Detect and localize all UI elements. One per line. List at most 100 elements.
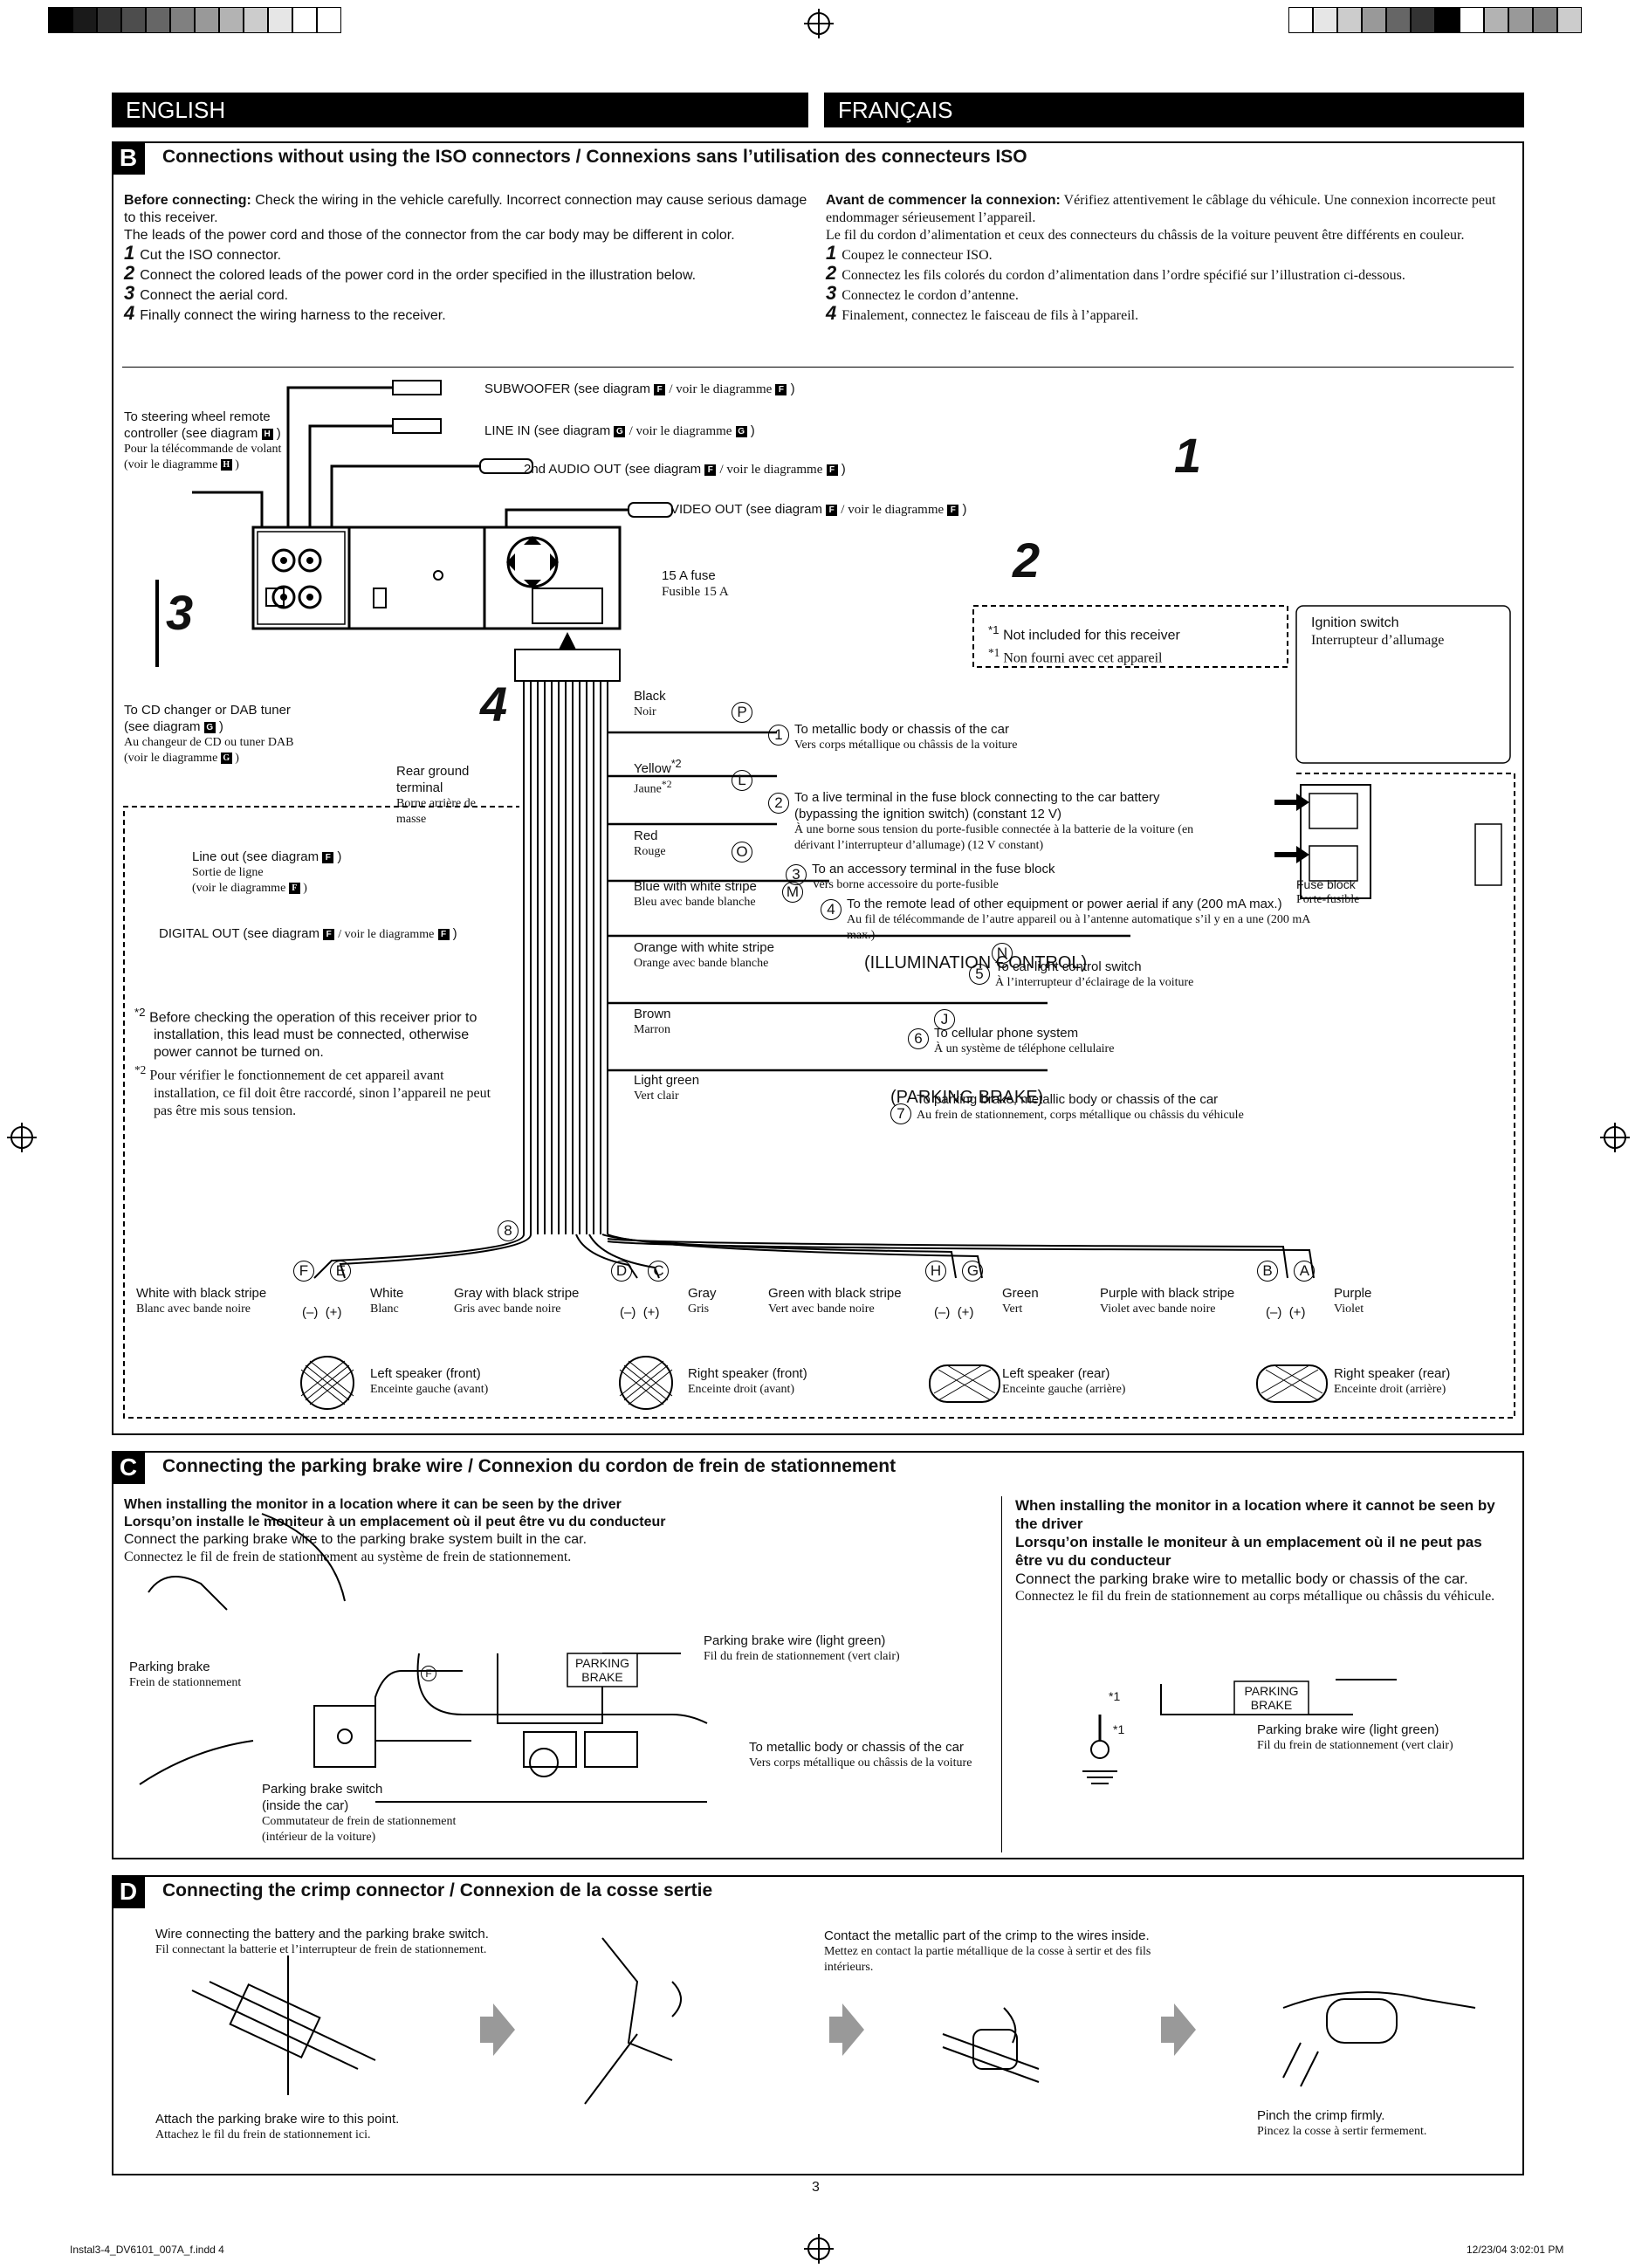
- print-color-bar-right: [1288, 7, 1582, 33]
- wire-letter: O: [732, 842, 752, 863]
- crimp-illustrations: [191, 1937, 1476, 2105]
- section-c: C Connecting the parking brake wire / Co…: [112, 1451, 1524, 1859]
- parking-brake-wire-label: Parking brake wire (light green)Fil du f…: [704, 1633, 900, 1663]
- step-number: 2: [826, 262, 837, 284]
- step-number: 2: [124, 262, 135, 284]
- print-date: 12/23/04 3:02:01 PM: [1467, 2244, 1564, 2256]
- wiring-diagram: [123, 380, 1515, 1419]
- speaker-wire-letters: F E: [293, 1261, 352, 1282]
- step-item: 2 Connect the colored leads of the power …: [124, 262, 814, 285]
- before-text: Vérifiez attentivement le câblage du véh…: [826, 193, 1496, 225]
- polarity-labels: (–) (+): [1266, 1305, 1306, 1320]
- wire-letter: P: [732, 702, 752, 723]
- audio2-label: 2nd AUDIO OUT (see diagram F / voir le d…: [524, 462, 846, 477]
- step-text: Connect the colored leads of the power c…: [140, 268, 697, 283]
- steering-label: To steering wheel remote controller (see…: [124, 409, 282, 471]
- page-number: 3: [812, 2180, 820, 2195]
- parking-brake-diagram: [139, 1513, 1397, 1803]
- subwoofer-label: SUBWOOFER (see diagram F / voir le diagr…: [484, 381, 795, 396]
- wire-function-label: (ILLUMINATION CONTROL): [864, 953, 1088, 972]
- registration-mark-icon: [804, 2234, 834, 2264]
- section-title: Connecting the crimp connector / Connexi…: [162, 1880, 713, 1900]
- speaker-wire-letters: H G: [925, 1261, 984, 1282]
- step-number: 4: [826, 302, 837, 324]
- column-divider: [1001, 1496, 1002, 1852]
- before-text: Check the wiring in the vehicle carefull…: [124, 193, 807, 225]
- wire-letter-f: F: [421, 1666, 436, 1681]
- step-text: Connectez le cordon d’antenne.: [842, 288, 1019, 303]
- wire-letter: M: [782, 882, 803, 903]
- french-instructions: Avant de commencer la connexion: Vérifie…: [826, 192, 1515, 325]
- step-text: Connect the aerial cord.: [140, 288, 289, 303]
- wire-letter: J: [934, 1009, 955, 1030]
- before-label: Avant de commencer la connexion:: [826, 193, 1061, 208]
- polarity-labels: (–) (+): [620, 1305, 660, 1320]
- speaker-label: Right speaker (rear)Enceinte droit (arri…: [1334, 1366, 1451, 1396]
- section-d: D Connecting the crimp connector / Conne…: [112, 1875, 1524, 2175]
- divider: [122, 367, 1514, 368]
- wire-destination: To parking brake, metallic body or chass…: [917, 1092, 1244, 1122]
- polarity-labels: (–) (+): [302, 1305, 342, 1320]
- step-item: 4 Finalement, connectez le faisceau de fi…: [826, 302, 1515, 325]
- step-number: 1: [826, 242, 837, 264]
- before-label: Before connecting:: [124, 193, 251, 208]
- wire-letter: L: [732, 770, 752, 791]
- left-instructions: When installing the monitor in a locatio…: [124, 1497, 666, 1564]
- step-item: 3 Connect the aerial cord.: [124, 282, 814, 305]
- file-name: Instal3-4_DV6101_007A_f.indd 4: [70, 2244, 224, 2256]
- speaker-wire-letters: B A: [1257, 1261, 1316, 1282]
- step-text: Finalement, connectez le faisceau de fil…: [842, 308, 1139, 323]
- step-number: 3: [124, 282, 135, 304]
- section-title: Connecting the parking brake wire / Conn…: [162, 1456, 897, 1476]
- step-text: Connectez les fils colorés du cordon d’a…: [842, 268, 1405, 283]
- leads-note: The leads of the power cord and those of…: [124, 228, 735, 243]
- wire-function-label: (PARKING BRAKE): [890, 1088, 1044, 1107]
- registration-mark-icon: [804, 9, 834, 38]
- wire-letter: N: [992, 943, 1013, 964]
- step-2-marker: 2: [1013, 533, 1041, 588]
- screw-note: *1: [1109, 1689, 1121, 1703]
- digital-out-label: DIGITAL OUT (see diagram F / voir le dia…: [159, 926, 457, 941]
- speaker-label: Left speaker (rear)Enceinte gauche (arri…: [1002, 1366, 1126, 1396]
- section-b: B Connections without using the ISO conn…: [112, 141, 1524, 1435]
- leads-note: Le fil du cordon d’alimentation et ceux …: [826, 228, 1465, 243]
- francais-header: FRANÇAIS: [824, 93, 1524, 127]
- parking-brake-wire-label-right: Parking brake wire (light green)Fil du f…: [1257, 1722, 1453, 1752]
- polarity-labels: (–) (+): [934, 1305, 974, 1320]
- washer-note: *1: [1113, 1722, 1125, 1736]
- harness-num-8: 8: [498, 1220, 519, 1241]
- wire-number: 4: [821, 899, 842, 920]
- wire-number: 1: [768, 725, 789, 746]
- note-2: *2 Before checking the operation of this…: [134, 1006, 491, 1118]
- right-instructions: When installing the monitor in a locatio…: [1015, 1497, 1495, 1604]
- wire-label: Wire connecting the battery and the park…: [155, 1927, 489, 1956]
- wire-number: 2: [768, 793, 789, 814]
